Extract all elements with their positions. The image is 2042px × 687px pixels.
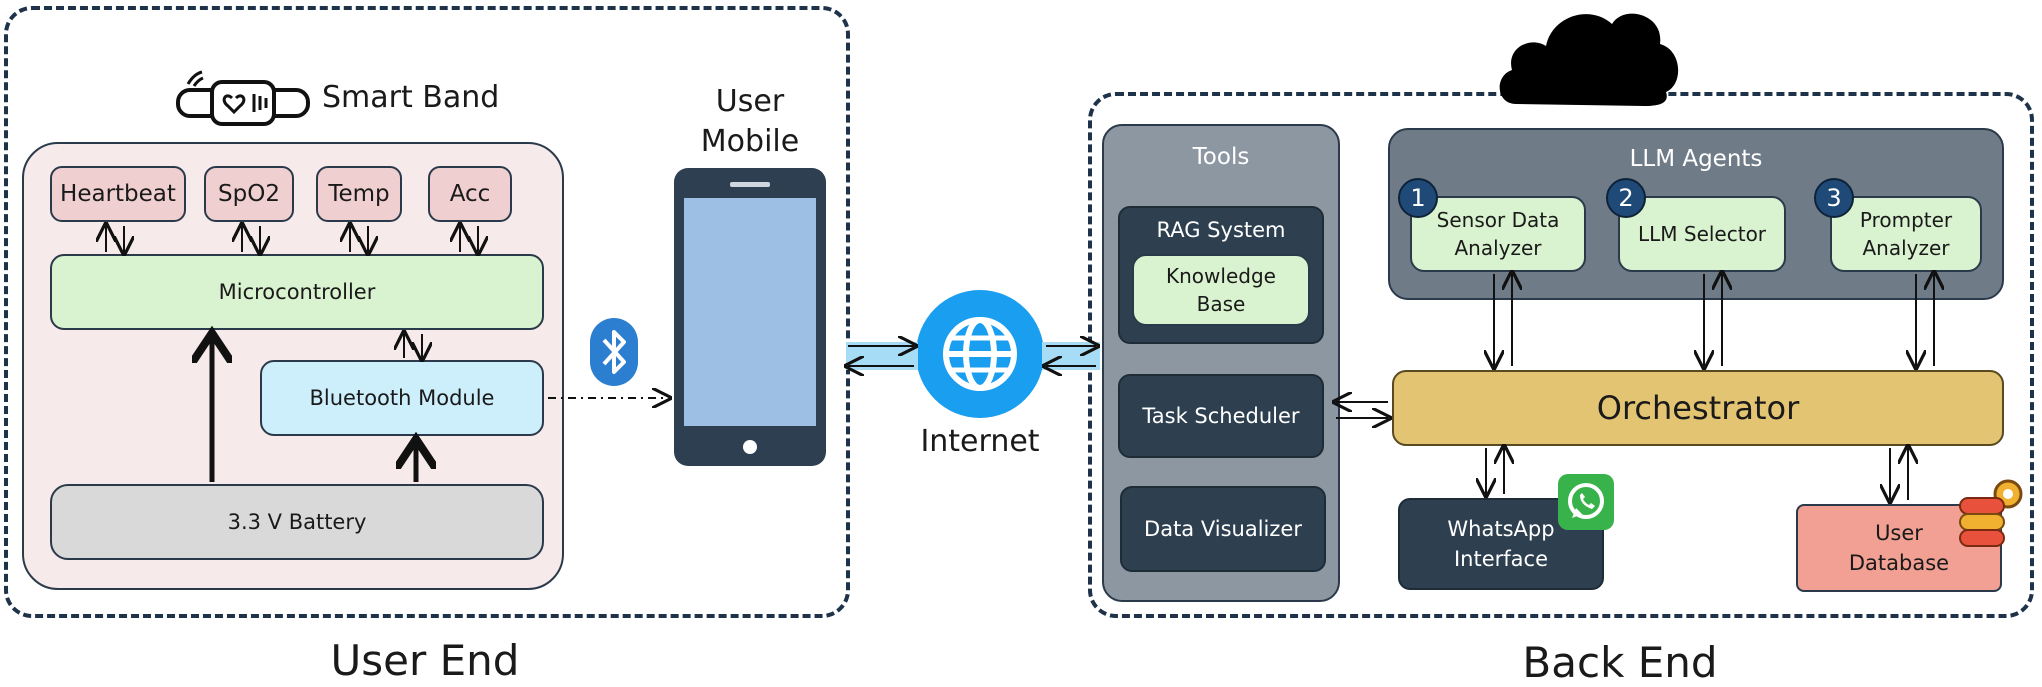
agent-3-line1: Prompter <box>1859 208 1953 232</box>
smart-band-icon <box>176 70 310 126</box>
agent-3-badge: 3 <box>1814 178 1854 218</box>
sensor-acc: Acc <box>428 166 512 222</box>
agent-2-line1: LLM Selector <box>1637 222 1767 246</box>
tools-title: Tools <box>1192 144 1250 170</box>
orchestrator-block: Orchestrator <box>1392 370 2004 446</box>
whatsapp-icon <box>1558 474 1614 530</box>
globe-icon <box>916 290 1044 418</box>
agent-1-line1: Sensor Data <box>1436 208 1560 232</box>
cloud-icon <box>1499 13 1679 106</box>
knowledge-base-block: Knowledge Base <box>1132 254 1310 326</box>
agent-3-line2: Analyzer <box>1862 236 1950 260</box>
agent-2-badge: 2 <box>1606 178 1646 218</box>
mobile-label-line2: Mobile <box>700 124 800 159</box>
agent-sensor-data-analyzer: Sensor Data Analyzer <box>1410 196 1586 272</box>
rag-system-title: RAG System <box>1156 218 1286 242</box>
userdb-line1: User <box>1875 521 1923 545</box>
internet-label: Internet <box>920 424 1040 459</box>
task-scheduler-block: Task Scheduler <box>1118 374 1324 458</box>
agent-prompter-analyzer: Prompter Analyzer <box>1830 196 1982 272</box>
agent-1-badge: 1 <box>1398 178 1438 218</box>
bluetooth-icon <box>590 318 638 386</box>
whatsapp-line2: Interface <box>1453 547 1549 571</box>
sensor-temp: Temp <box>316 166 402 222</box>
agent-llm-selector: LLM Selector <box>1618 196 1786 272</box>
sensor-spo2: SpO2 <box>204 166 294 222</box>
mobile-label-line1: User <box>715 84 785 119</box>
sensor-heartbeat: Heartbeat <box>50 166 186 222</box>
user-end-frame <box>4 6 850 618</box>
userdb-line2: Database <box>1848 551 1950 575</box>
whatsapp-line1: WhatsApp <box>1447 517 1555 541</box>
smart-band-label: Smart Band <box>322 80 500 115</box>
mobile-phone-icon <box>674 168 826 466</box>
microcontroller-block: Microcontroller <box>50 254 544 330</box>
knowledge-base-line2: Base <box>1196 292 1246 316</box>
knowledge-base-line1: Knowledge <box>1166 264 1276 288</box>
llm-agents-title: LLM Agents <box>1629 146 1763 172</box>
back-end-title: Back End <box>1522 638 1718 687</box>
data-visualizer-block: Data Visualizer <box>1120 486 1326 572</box>
user-end-title: User End <box>330 636 520 685</box>
database-gear-icon <box>1959 479 2023 547</box>
bluetooth-module-block: Bluetooth Module <box>260 360 544 436</box>
battery-block: 3.3 V Battery <box>50 484 544 560</box>
user-database-block: User Database <box>1796 504 2002 592</box>
agent-1-line2: Analyzer <box>1454 236 1542 260</box>
